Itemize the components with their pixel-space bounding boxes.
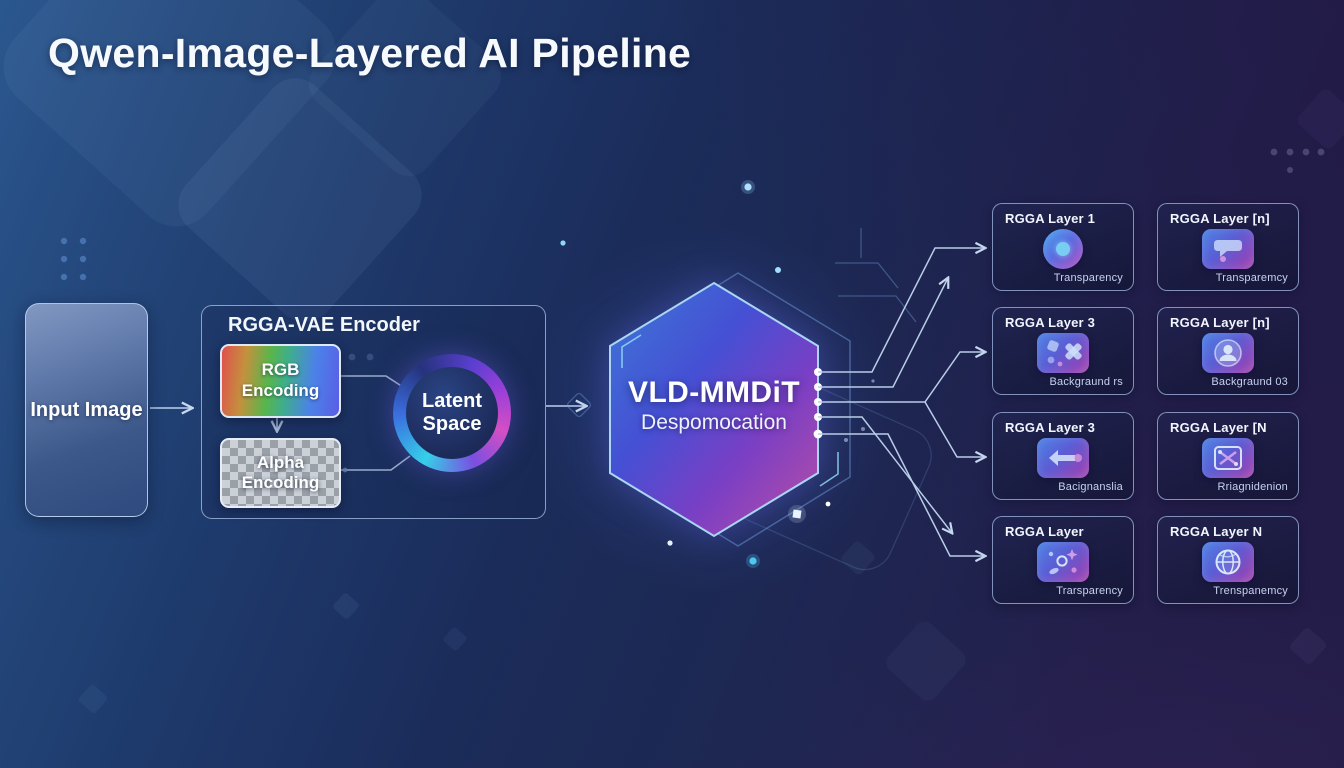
layer-card-caption: Trenspanemcy	[1213, 585, 1288, 597]
chat-layer-icon	[1202, 229, 1254, 269]
layer-card-caption: Rriagnidenion	[1217, 481, 1288, 493]
input-image-node: Input Image	[25, 303, 148, 517]
layer-card: RGGA Layer 3 Bacignanslia	[992, 412, 1134, 500]
image-layer-icon	[1202, 438, 1254, 478]
layer-card: RGGA Layer [n] Backgraund 03	[1157, 307, 1299, 395]
latent-space-node: Latent Space	[393, 354, 511, 472]
layer-card-title: RGGA Layer [N	[1170, 420, 1267, 435]
circle-layer-icon	[1043, 229, 1083, 269]
particles-layer-icon	[1037, 542, 1089, 582]
arrow-layer-icon	[1037, 438, 1089, 478]
vld-mmdit-subtitle: Despomocation	[641, 411, 787, 434]
rgb-encoding-node: RGB Encoding	[220, 344, 341, 418]
layer-card-caption: Transparemcy	[1215, 272, 1288, 284]
globe-layer-icon	[1202, 542, 1254, 582]
layer-card: RGGA Layer 1 Transparency	[992, 203, 1134, 291]
alpha-encoding-label: Alpha Encoding	[241, 452, 320, 492]
layer-card: RGGA Layer Trarsparency	[992, 516, 1134, 604]
layer-card-title: RGGA Layer	[1005, 524, 1084, 539]
layer-card: RGGA Layer [n] Transparemcy	[1157, 203, 1299, 291]
layer-card-title: RGGA Layer N	[1170, 524, 1263, 539]
layer-card-caption: Bacignanslia	[1058, 481, 1123, 493]
dot-grid-top-right	[1270, 148, 1325, 173]
layer-card: RGGA Layer 3 Backgraund rs	[992, 307, 1134, 395]
rgb-encoding-label: RGB Encoding	[241, 360, 320, 400]
hexagon-shape	[609, 281, 819, 538]
layer-card-title: RGGA Layer 3	[1005, 315, 1096, 330]
layer-card-title: RGGA Layer 1	[1005, 211, 1096, 226]
sparkle-dots	[560, 180, 875, 568]
dot-grid-left	[60, 237, 87, 281]
alpha-encoding-node: Alpha Encoding	[220, 438, 341, 508]
page-title: Qwen-Image-Layered AI Pipeline	[48, 30, 692, 76]
layer-card: RGGA Layer [N Rriagnidenion	[1157, 412, 1299, 500]
encoder-title: RGGA-VAE Encoder	[228, 314, 420, 336]
latent-space-label: Latent Space	[422, 390, 482, 435]
layer-card-title: RGGA Layer [n]	[1170, 211, 1270, 226]
layer-card-title: RGGA Layer 3	[1005, 420, 1096, 435]
layer-card-caption: Backgraund 03	[1211, 376, 1288, 388]
circle-inner-dot	[1056, 242, 1070, 256]
fanout-arrows	[818, 248, 985, 556]
dot-pair-encoder	[348, 353, 374, 361]
vld-mmdit-title: VLD-MMDiT	[628, 376, 800, 409]
layer-card: RGGA Layer N Trenspanemcy	[1157, 516, 1299, 604]
layer-card-caption: Transparency	[1053, 272, 1123, 284]
layer-card-caption: Trarsparency	[1056, 585, 1123, 597]
layer-card-caption: Backgraund rs	[1049, 376, 1123, 388]
input-image-label: Input Image	[30, 398, 143, 421]
avatar-layer-icon	[1202, 333, 1254, 373]
layer-card-title: RGGA Layer [n]	[1170, 315, 1270, 330]
puzzle-layer-icon	[1037, 333, 1089, 373]
hexagon-corner-brackets	[621, 334, 839, 487]
